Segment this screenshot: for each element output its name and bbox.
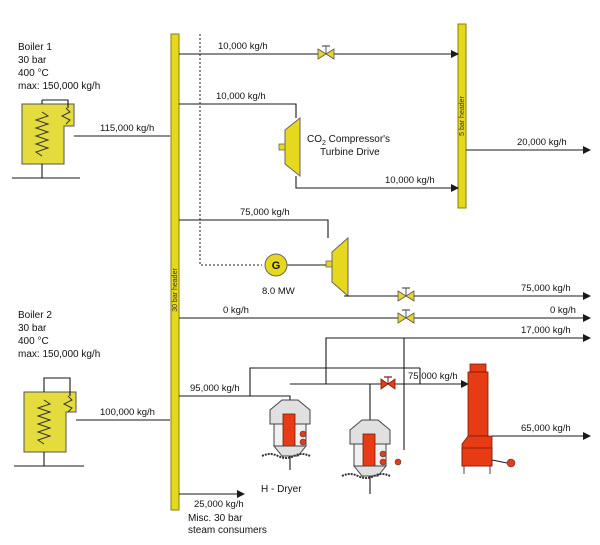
bypass-0-out-flow: 0 kg/h: [550, 305, 576, 316]
boiler-1-body: [21, 103, 75, 165]
compressor-in-flow: 10,000 kg/h: [216, 91, 266, 102]
compressor-label-1: CO2 Compressor's: [307, 134, 390, 147]
compressor-out-flow: 10,000 kg/h: [385, 175, 435, 186]
boiler-1-coil: [34, 111, 50, 157]
lp-header: 5 bar header: [457, 23, 467, 209]
misc-label-2: steam consumers: [188, 525, 267, 536]
lp-out-flow: 20,000 kg/h: [517, 137, 567, 148]
lp-out-line: 20,000 kg/h: [466, 137, 591, 154]
boiler-2-flow: 100,000 kg/h: [100, 407, 155, 418]
generator-power: 8.0 MW: [262, 286, 295, 297]
boiler-2-pressure: 30 bar: [18, 323, 47, 334]
dryer-in-flow: 95,000 kg/h: [190, 383, 240, 394]
lp-header-label: 5 bar header: [459, 95, 466, 135]
evap-in-flow: 75,000 kg/h: [408, 371, 458, 382]
boiler-1-flow: 115,000 kg/h: [100, 123, 154, 134]
compressor-exhaust-line: 10,000 kg/h: [295, 175, 459, 192]
bypass-0-valve[interactable]: [397, 309, 415, 324]
bypass-top-valve[interactable]: [317, 45, 335, 60]
misc-flow: 25,000 kg/h: [194, 499, 244, 510]
dryer-label: H - Dryer: [261, 484, 302, 495]
hp-header-label: 30 bar header: [172, 268, 179, 312]
boiler-2-body: [23, 391, 77, 453]
boiler-2-capacity: max: 150,000 kg/h: [18, 349, 100, 360]
evaporator: [461, 363, 516, 474]
generator: G 8.0 MW: [262, 253, 295, 297]
boiler-2-temperature: 400 °C: [18, 336, 49, 347]
h-dryer-1: [261, 399, 311, 470]
h-dryer-2: [341, 419, 402, 494]
boiler-1: Boiler 1 30 bar 400 °C max: 150,000 kg/h…: [12, 42, 170, 179]
boiler-2-coil: [36, 399, 52, 445]
out-17000-line: 17,000 kg/h: [325, 325, 591, 450]
boiler-2: Boiler 2 30 bar 400 °C max: 150,000 kg/h…: [14, 310, 170, 467]
boiler-2-name: Boiler 2: [18, 310, 52, 321]
compressor-turbine: CO2 Compressor's Turbine Drive: [278, 116, 390, 178]
gen-turbine-feed-line: 75,000 kg/h: [179, 207, 329, 238]
generator-symbol: G: [272, 260, 281, 272]
control-signal-line: [199, 34, 262, 266]
generator-turbine: [287, 236, 349, 298]
compressor-feed-line: 10,000 kg/h: [179, 91, 297, 118]
hp-header: 30 bar header: [170, 33, 180, 511]
bypass-0-flow: 0 kg/h: [223, 305, 249, 316]
boiler-1-capacity: max: 150,000 kg/h: [18, 81, 100, 92]
bypass-top-flow: 10,000 kg/h: [218, 41, 268, 52]
misc-line: 25,000 kg/h Misc. 30 bar steam consumers: [179, 490, 267, 536]
boiler-1-name: Boiler 1: [18, 42, 52, 53]
boiler-1-pressure: 30 bar: [18, 55, 47, 66]
boiler-1-coil-2: [60, 107, 71, 125]
gen-turbine-in-flow: 75,000 kg/h: [240, 207, 290, 218]
evap-out-flow: 65,000 kg/h: [521, 423, 571, 434]
bypass-0-line: 0 kg/h 0 kg/h: [179, 305, 591, 322]
boiler-1-temperature: 400 °C: [18, 68, 49, 79]
evap-out-line: 65,000 kg/h: [492, 423, 591, 440]
gen-turbine-exhaust-line: 75,000 kg/h: [344, 283, 591, 300]
gen-turbine-out-flow: 75,000 kg/h: [521, 283, 571, 294]
compressor-label-2: Turbine Drive: [320, 147, 380, 158]
evap-feed-valve[interactable]: [380, 376, 396, 390]
boiler-2-coil-2: [62, 395, 73, 413]
out-17000-flow: 17,000 kg/h: [521, 325, 571, 336]
gen-exhaust-valve[interactable]: [397, 287, 415, 302]
misc-label-1: Misc. 30 bar: [188, 513, 243, 524]
